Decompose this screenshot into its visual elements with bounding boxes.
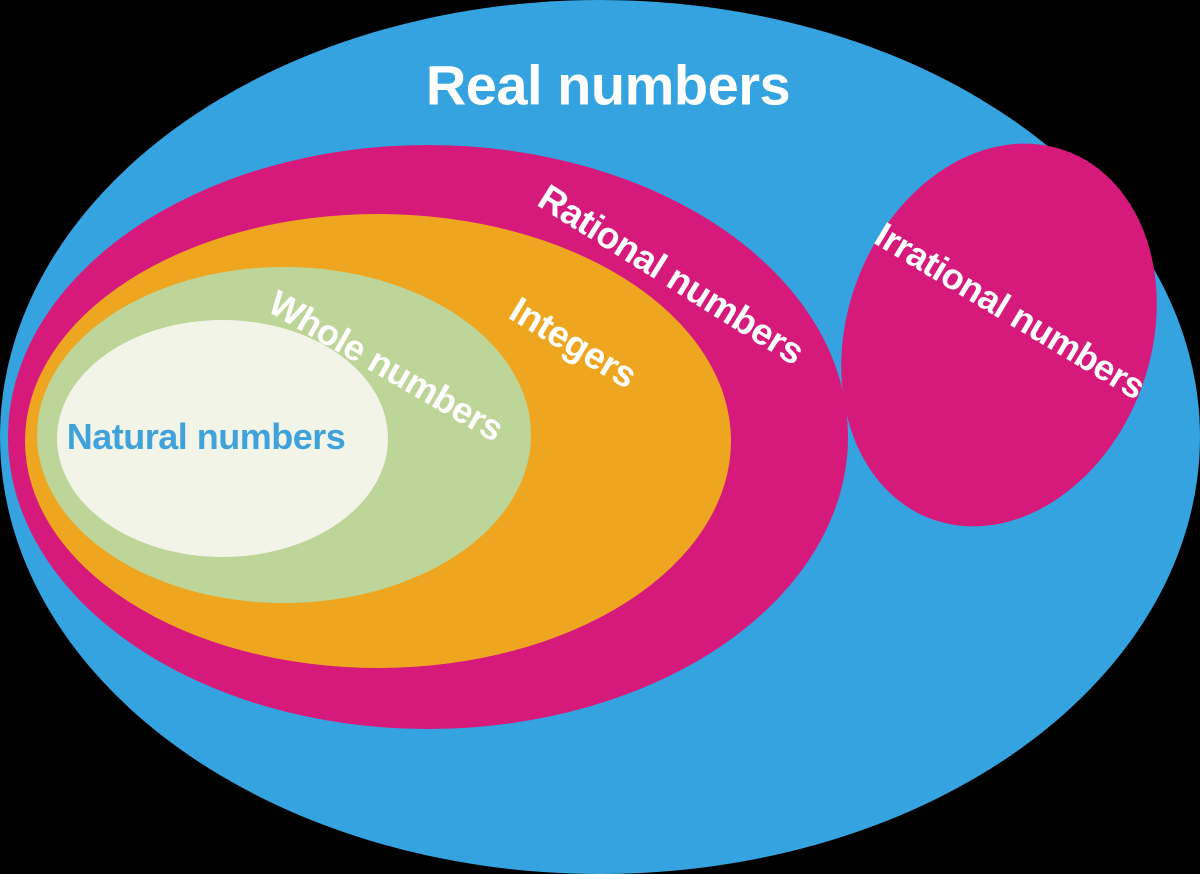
natural-numbers-label: Natural numbers <box>66 416 346 457</box>
real-numbers-label: Real numbers <box>425 53 791 117</box>
natural-numbers-set <box>57 320 388 557</box>
